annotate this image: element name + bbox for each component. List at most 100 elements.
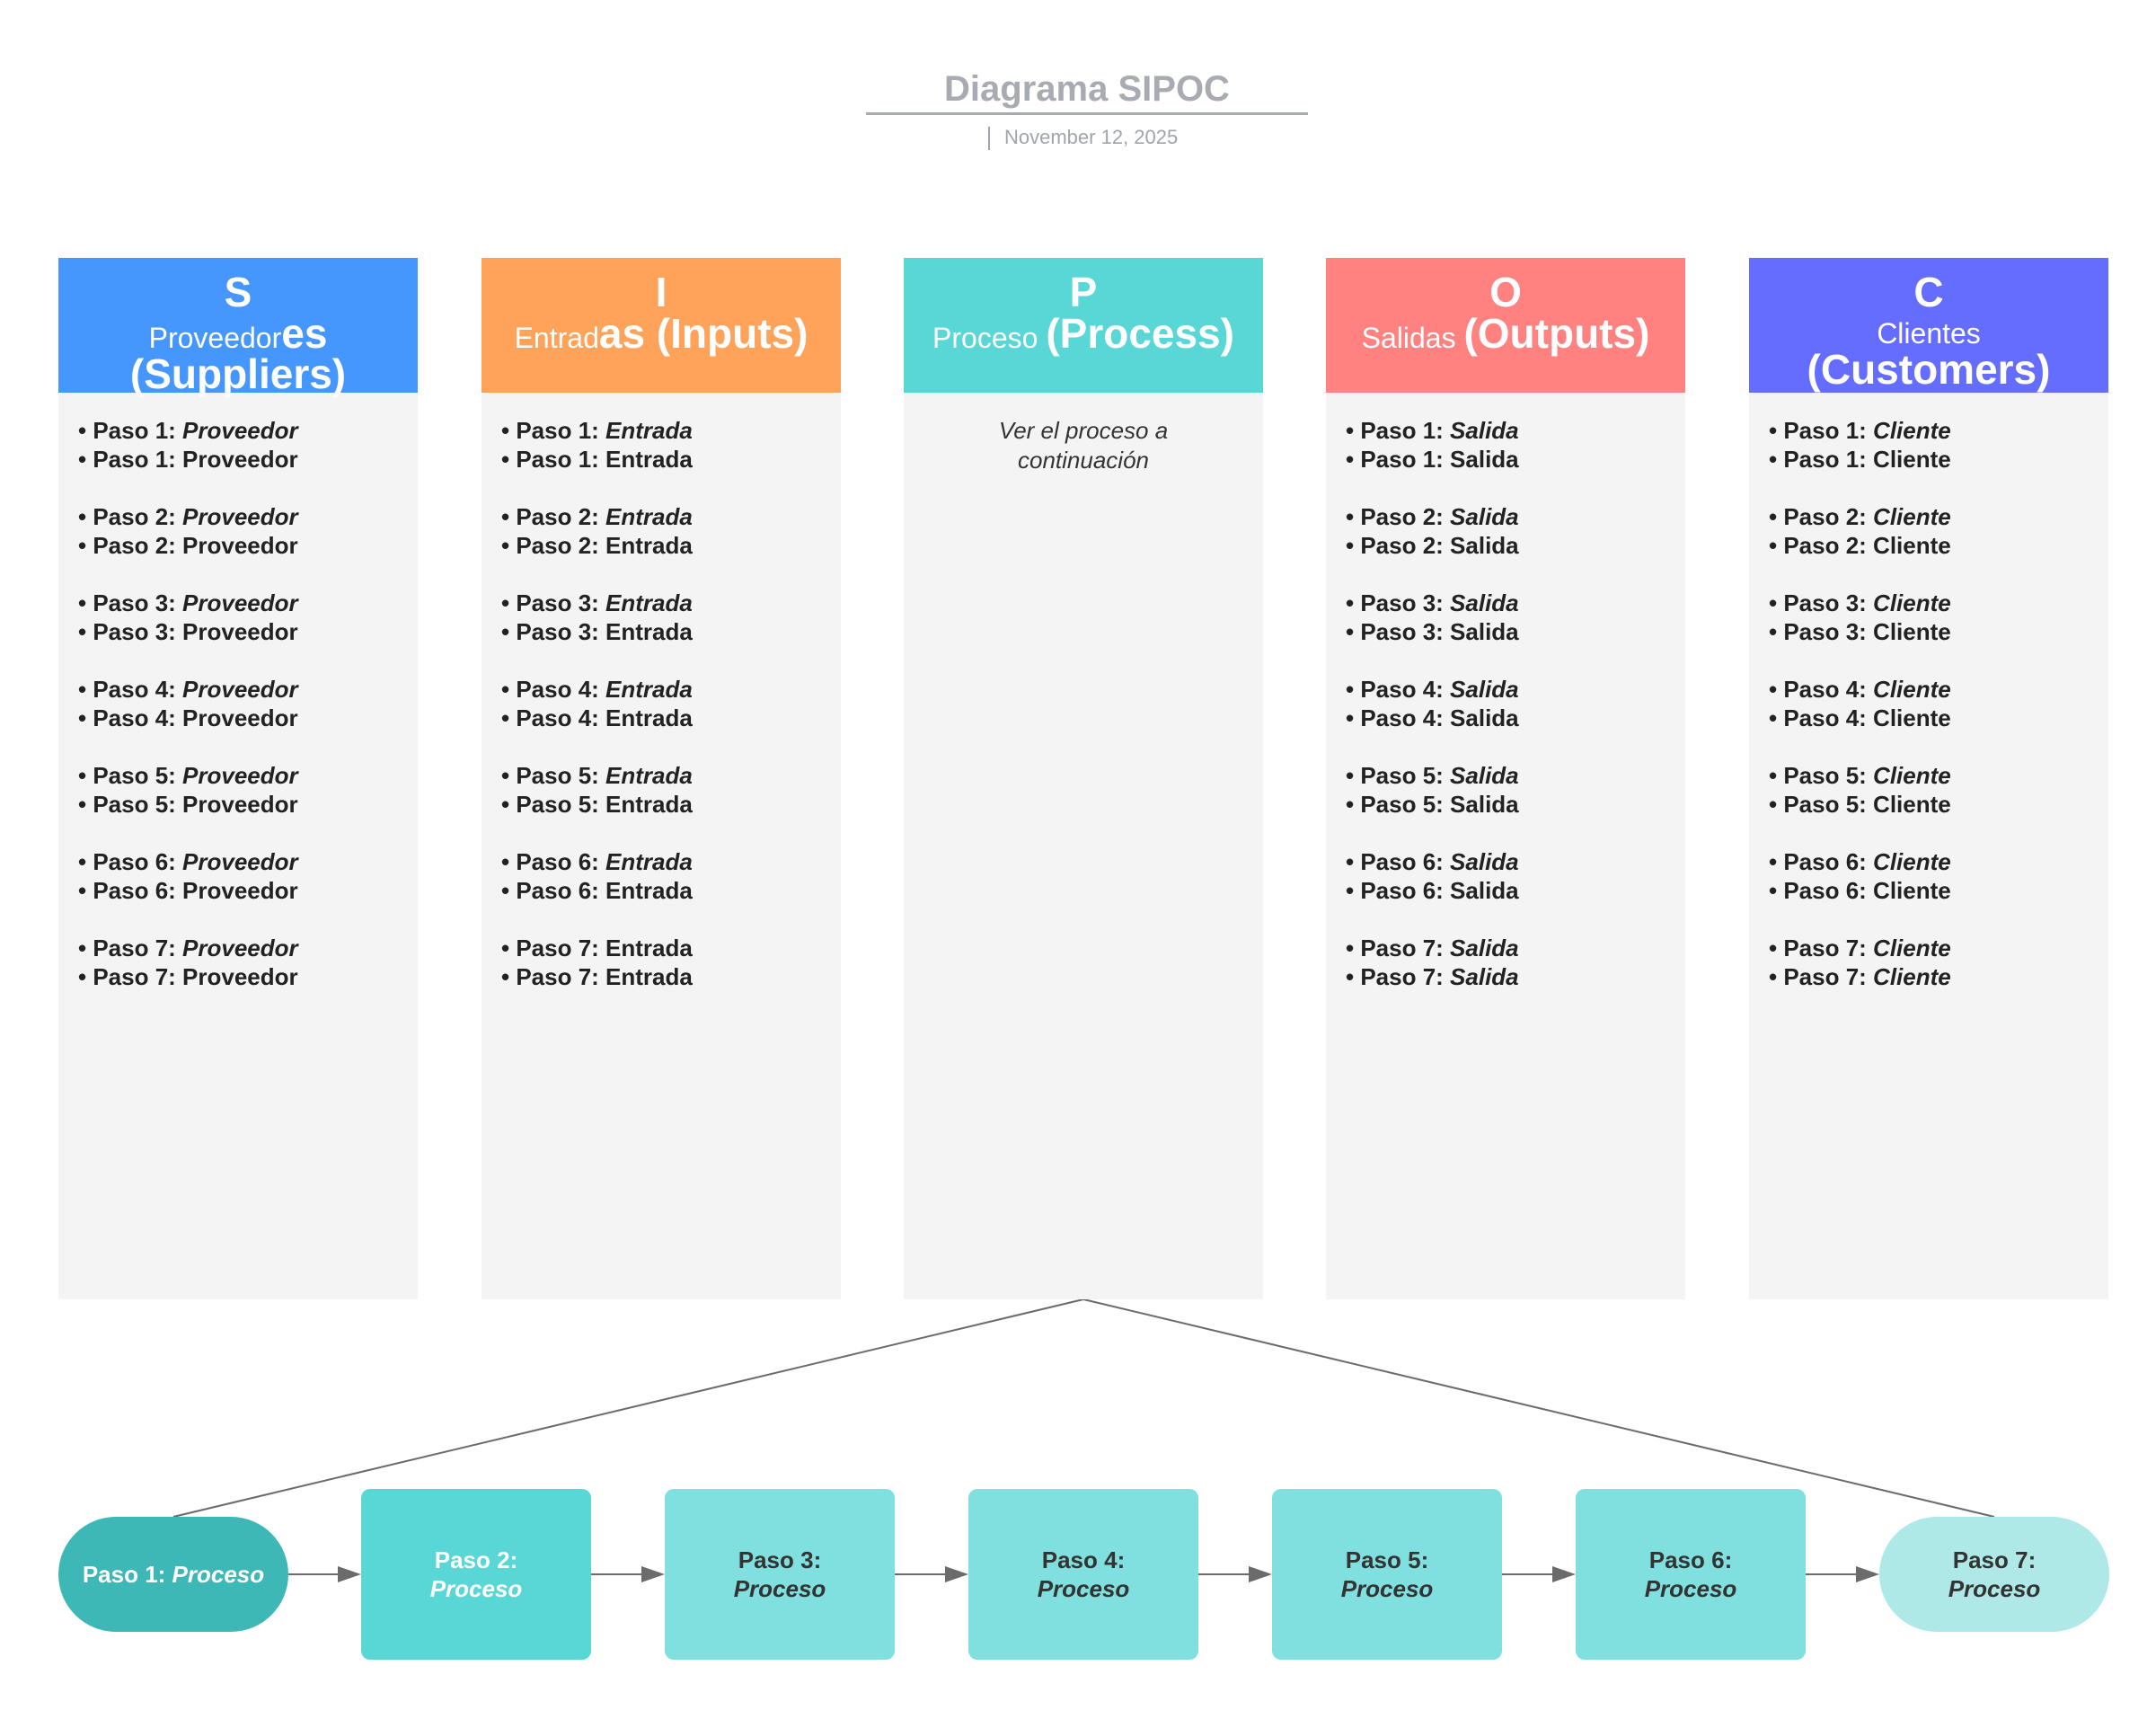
item-value: Entrada [605, 676, 693, 703]
list-item-group: Paso 4: EntradaPaso 4: Entrada [501, 675, 821, 732]
item-label: Paso 5: [1769, 762, 1873, 789]
column-outputs: Paso 1: SalidaPaso 1: SalidaPaso 2: Sali… [1326, 258, 1685, 1299]
list-item: Paso 3: Salida [1346, 617, 1666, 646]
list-item: Paso 6: Proveedor [78, 847, 398, 876]
item-value: Entrada [605, 417, 693, 444]
item-label: Paso 2: Cliente [1769, 532, 1951, 559]
list-item-group: Paso 3: ClientePaso 3: Cliente [1769, 589, 2089, 646]
step-label: Paso 1: [82, 1561, 172, 1588]
item-label: Paso 3: Salida [1346, 618, 1519, 645]
item-value: Salida [1450, 503, 1519, 530]
list-item: Paso 7: Proveedor [78, 934, 398, 962]
step-label: Paso 3: [738, 1546, 822, 1573]
list-item: Paso 6: Salida [1346, 847, 1666, 876]
step-label: Paso 4: [1041, 1546, 1126, 1573]
item-value: Cliente [1873, 676, 1951, 703]
item-label: Paso 7: Entrada [501, 935, 693, 961]
list-item: Paso 3: Proveedor [78, 589, 398, 617]
list-item-group: Paso 4: ProveedorPaso 4: Proveedor [78, 675, 398, 732]
process-step-5[interactable]: Paso 5:Proceso [1272, 1489, 1502, 1660]
step-emphasis: Proceso [1340, 1575, 1434, 1602]
process-step-4[interactable]: Paso 4:Proceso [968, 1489, 1198, 1660]
item-label: Paso 1: [78, 417, 182, 444]
column-letter: C [1913, 269, 1944, 315]
list-item: Paso 6: Cliente [1769, 876, 2089, 905]
list-item-group: Paso 3: EntradaPaso 3: Entrada [501, 589, 821, 646]
column-body: Paso 1: ClientePaso 1: ClientePaso 2: Cl… [1749, 393, 2108, 1299]
item-value: Proveedor [182, 503, 298, 530]
step-emphasis: Proceso [429, 1575, 523, 1602]
item-label: Paso 6: Salida [1346, 877, 1519, 904]
item-value: Salida [1450, 963, 1519, 990]
item-value: Entrada [605, 589, 693, 616]
column-letter: I [655, 269, 667, 315]
list-item: Paso 2: Cliente [1769, 502, 2089, 531]
fan-line-left [172, 1298, 1084, 1518]
list-item: Paso 2: Cliente [1769, 531, 2089, 560]
list-item-group: Paso 2: SalidaPaso 2: Salida [1346, 502, 1666, 560]
column-customers: Paso 1: ClientePaso 1: ClientePaso 2: Cl… [1749, 258, 2108, 1299]
process-step-3[interactable]: Paso 3:Proceso [665, 1489, 895, 1660]
process-step-2[interactable]: Paso 2:Proceso [361, 1489, 591, 1660]
item-label: Paso 1: [501, 417, 605, 444]
list-item: Paso 6: Cliente [1769, 847, 2089, 876]
item-label: Paso 3: [1346, 589, 1450, 616]
list-item: Paso 1: Entrada [501, 445, 821, 474]
item-value: Cliente [1873, 503, 1951, 530]
date-label: November 12, 2025 [988, 124, 1178, 151]
item-label: Paso 3: Entrada [501, 618, 693, 645]
item-label: Paso 2: Salida [1346, 532, 1519, 559]
subtitle-part-bold: (Process) [1046, 310, 1234, 357]
item-label: Paso 4: Cliente [1769, 704, 1951, 731]
list-item: Paso 7: Proveedor [78, 962, 398, 991]
subtitle-part: Proceso [932, 322, 1047, 354]
step-text: Paso 1: Proceso [83, 1560, 264, 1589]
item-value: Entrada [605, 503, 693, 530]
step-emphasis: Proceso [1037, 1575, 1130, 1602]
list-item: Paso 3: Salida [1346, 589, 1666, 617]
item-label: Paso 3: [78, 589, 182, 616]
list-item: Paso 4: Proveedor [78, 675, 398, 704]
list-item: Paso 6: Salida [1346, 876, 1666, 905]
subtitle-part-bold: (Customers) [1807, 346, 2051, 393]
list-item-group: Paso 5: ClientePaso 5: Cliente [1769, 761, 2089, 819]
subtitle-part: Salidas [1361, 322, 1464, 354]
subtitle-part-bold: (Outputs) [1463, 310, 1650, 357]
list-item: Paso 7: Entrada [501, 962, 821, 991]
list-item-group: Paso 2: ClientePaso 2: Cliente [1769, 502, 2089, 560]
list-item: Paso 5: Cliente [1769, 790, 2089, 819]
step-emphasis: Proceso [1948, 1575, 2041, 1602]
list-item-group: Paso 1: ClientePaso 1: Cliente [1769, 416, 2089, 474]
arrow-head-icon [1856, 1566, 1879, 1582]
process-step-7[interactable]: Paso 7:Proceso [1879, 1517, 2109, 1632]
item-value: Proveedor [182, 417, 298, 444]
process-step-1[interactable]: Paso 1: Proceso [58, 1517, 288, 1632]
item-value: Proveedor [182, 762, 298, 789]
list-item-group: Paso 4: ClientePaso 4: Cliente [1769, 675, 2089, 732]
column-suppliers: Paso 1: ProveedorPaso 1: ProveedorPaso 2… [58, 258, 418, 1299]
process-note: Ver el proceso a continuación [998, 417, 1169, 474]
item-label: Paso 7: [1346, 935, 1450, 961]
step-emphasis: Proceso [733, 1575, 826, 1602]
subtitle-part: Entrad [514, 322, 599, 354]
step-emphasis: Proceso [172, 1561, 265, 1588]
list-item: Paso 2: Salida [1346, 531, 1666, 560]
list-item: Paso 1: Entrada [501, 416, 821, 445]
item-label: Paso 1: [1769, 417, 1873, 444]
list-item: Paso 3: Entrada [501, 617, 821, 646]
process-step-6[interactable]: Paso 6:Proceso [1576, 1489, 1806, 1660]
item-label: Paso 5: [501, 762, 605, 789]
list-item-group: Paso 3: ProveedorPaso 3: Proveedor [78, 589, 398, 646]
item-label: Paso 4: [1769, 676, 1873, 703]
page-title: Diagrama SIPOC [866, 66, 1308, 115]
column-body: Paso 1: SalidaPaso 1: SalidaPaso 2: Sali… [1326, 393, 1685, 1299]
item-label: Paso 2: [1346, 503, 1450, 530]
column-body: Paso 1: ProveedorPaso 1: ProveedorPaso 2… [58, 393, 418, 1299]
item-label: Paso 1: Proveedor [78, 446, 298, 473]
column-subtitle: Salidas (Outputs) [1326, 313, 1685, 356]
item-label: Paso 5: [1346, 762, 1450, 789]
